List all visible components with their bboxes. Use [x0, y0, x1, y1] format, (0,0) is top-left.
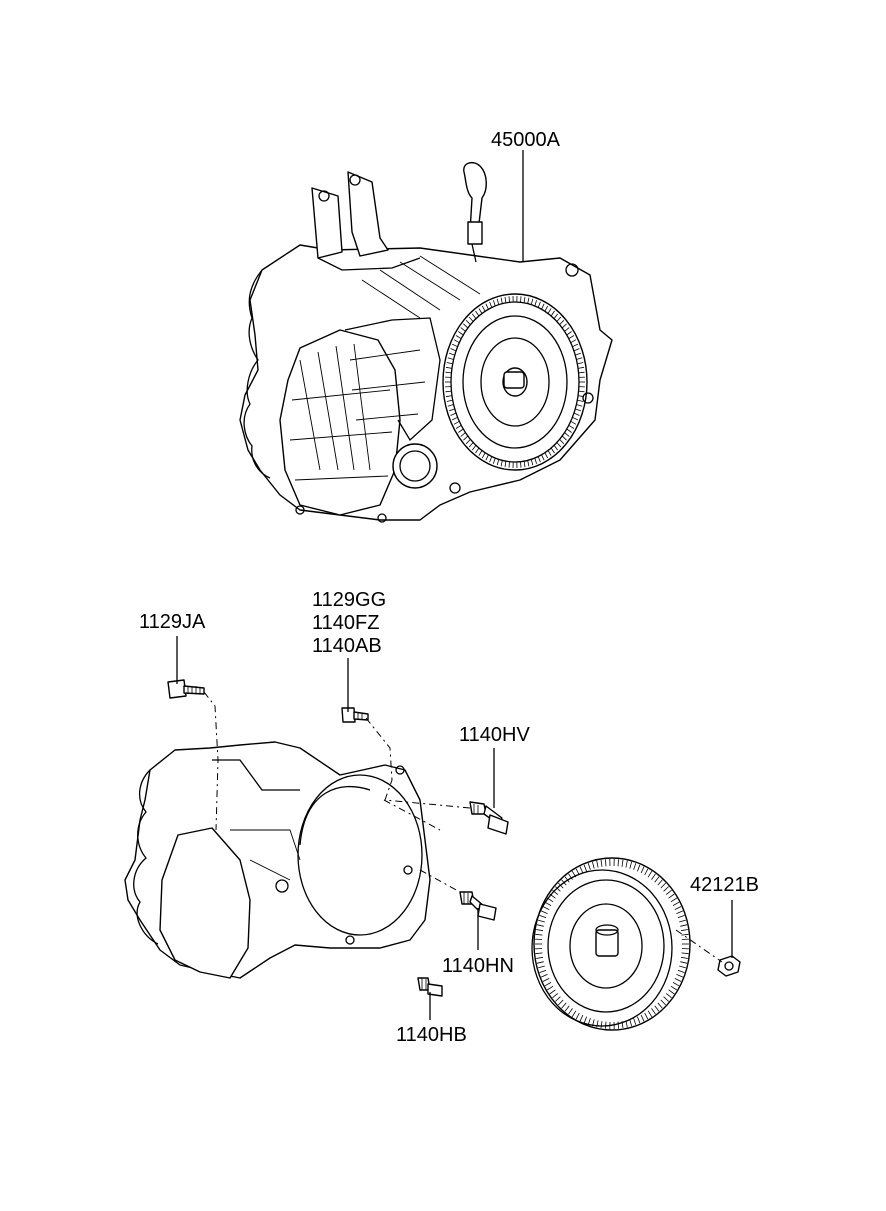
bolt-1140hn[interactable] — [459, 891, 497, 921]
label-1140hn: 1140HN — [442, 955, 514, 977]
transaxle-case[interactable] — [124, 741, 431, 979]
label-1140ab: 1140AB — [312, 635, 382, 657]
torque-converter[interactable] — [531, 857, 691, 1031]
bolt-1129gg[interactable] — [341, 707, 369, 723]
label-1129gg: 1129GG — [312, 589, 386, 611]
leader-lines — [176, 150, 733, 1020]
label-1129ja: 1129JA — [139, 611, 206, 633]
label-1140hb: 1140HB — [396, 1024, 467, 1046]
nut-42121b[interactable] — [717, 955, 741, 977]
label-45000a: 45000A — [491, 129, 561, 151]
transaxle-assembly[interactable] — [239, 161, 613, 523]
label-1140hv: 1140HV — [459, 724, 530, 746]
assembly-dashed-lines — [203, 691, 723, 963]
bolt-1140hv[interactable] — [469, 801, 509, 835]
bolt-1129ja[interactable] — [167, 679, 205, 699]
label-42121b: 42121B — [690, 874, 759, 896]
label-1140fz: 1140FZ — [312, 612, 379, 634]
bolt-1140hb[interactable] — [417, 977, 443, 997]
